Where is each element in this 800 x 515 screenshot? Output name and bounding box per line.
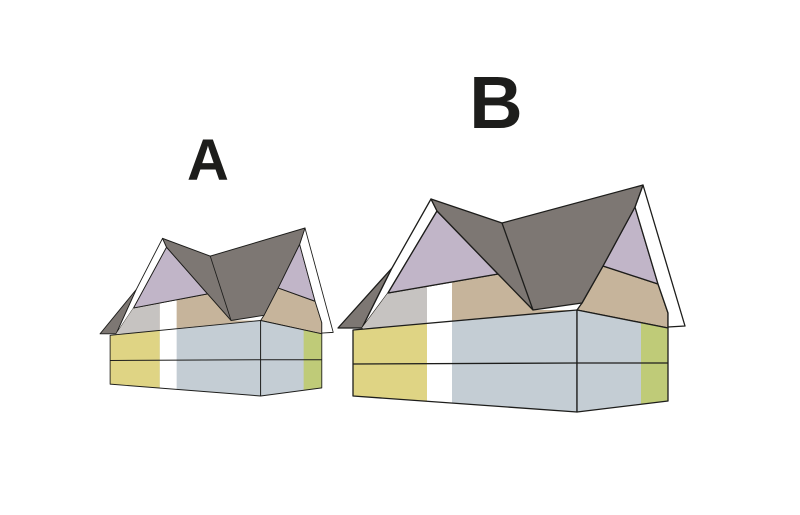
house-b — [337, 184, 686, 413]
house-b-label: B — [469, 61, 523, 144]
house-a-label: A — [187, 128, 229, 193]
house-a — [99, 227, 334, 397]
